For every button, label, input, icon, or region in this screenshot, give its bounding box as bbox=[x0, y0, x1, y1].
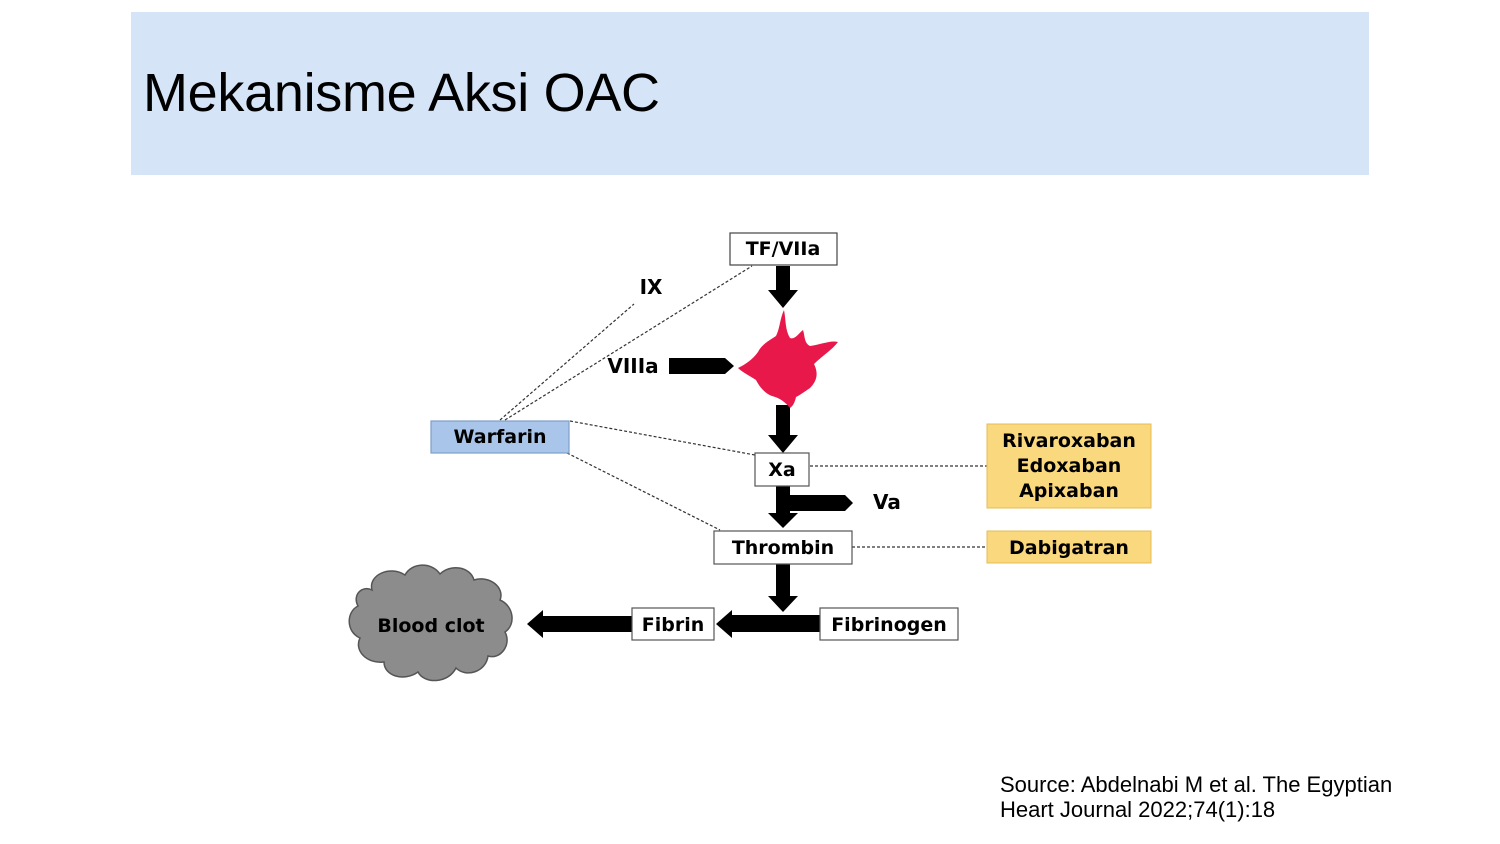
arrow-viiia-to-platelet bbox=[669, 358, 734, 374]
warfarin-ix-line bbox=[499, 303, 635, 421]
node-fibrinogen-label: Fibrinogen bbox=[831, 614, 947, 636]
node-xa-box bbox=[754, 452, 810, 487]
title-bar: Mekanisme Aksi OAC bbox=[131, 12, 1369, 175]
node-thrombin-box bbox=[713, 530, 853, 565]
warfarin-xa-line bbox=[569, 420, 756, 456]
arrow-platelet-to-xa bbox=[768, 405, 798, 453]
node-blood-clot-label: Blood clot bbox=[377, 615, 484, 637]
node-va-label: Va bbox=[873, 490, 901, 514]
warfarin-thrombin-line bbox=[566, 452, 721, 531]
node-ix-label: IX bbox=[640, 275, 663, 299]
arrow-fibrinogen-to-fibrin bbox=[716, 610, 820, 638]
node-thrombin-label: Thrombin bbox=[732, 537, 834, 559]
arrow-fibrin-to-clot bbox=[527, 610, 632, 638]
drug-apixaban-label: Apixaban bbox=[1019, 480, 1119, 502]
slide-title: Mekanisme Aksi OAC bbox=[143, 63, 660, 123]
drug-dabigatran-box bbox=[986, 530, 1152, 564]
drug-warfarin-label: Warfarin bbox=[454, 426, 547, 448]
node-fibrin-label: Fibrin bbox=[642, 614, 705, 636]
node-viiia-label: VIIIa bbox=[607, 354, 658, 378]
arrows bbox=[527, 266, 853, 638]
drug-dabigatran-label: Dabigatran bbox=[1009, 537, 1129, 559]
drug-edoxaban-label: Edoxaban bbox=[1017, 455, 1122, 477]
drug-rivaroxaban-label: Rivaroxaban bbox=[1002, 430, 1136, 452]
drug-xa-inhibitors-box bbox=[986, 423, 1152, 509]
node-fibrinogen-box bbox=[819, 607, 959, 641]
arrow-to-va bbox=[788, 495, 853, 511]
arrow-tf-to-platelet bbox=[768, 266, 798, 308]
node-xa-label: Xa bbox=[768, 459, 795, 481]
node-fibrin-box bbox=[631, 607, 715, 641]
warfarin-tf-viia-line bbox=[504, 265, 753, 421]
source-line-1: Source: Abdelnabi M et al. The Egyptian bbox=[1000, 772, 1393, 797]
arrow-xa-to-thrombin bbox=[768, 486, 798, 528]
node-tf-viia-box bbox=[729, 232, 838, 266]
activated-platelet-icon bbox=[738, 310, 838, 408]
blood-clot-cloud-icon bbox=[348, 564, 513, 682]
drug-warfarin-box bbox=[430, 420, 570, 454]
arrow-thrombin-down bbox=[768, 564, 798, 612]
inhibition-lines bbox=[499, 265, 987, 548]
source-citation: Source: Abdelnabi M et al. The Egyptian … bbox=[1000, 772, 1392, 822]
source-line-2: Heart Journal 2022;74(1):18 bbox=[1000, 797, 1276, 822]
node-tf-viia-label: TF/VIIa bbox=[746, 238, 821, 260]
